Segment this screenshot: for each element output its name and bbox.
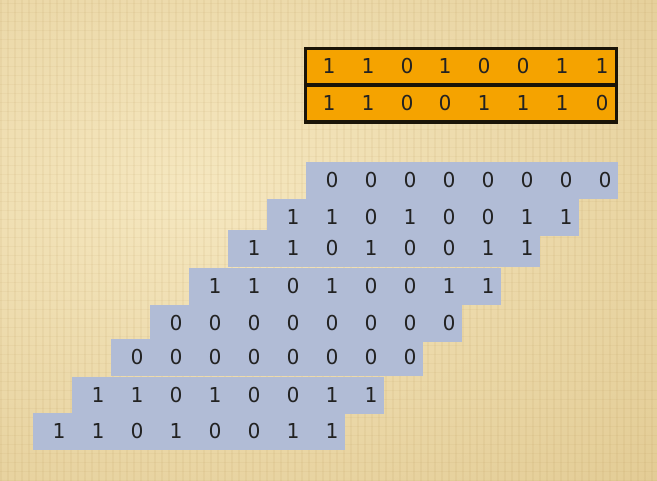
partial-product-row-1: 1 1 0 1 0 0 1 1 xyxy=(267,199,579,236)
partial-product-row-4: 0 0 0 0 0 0 0 0 xyxy=(150,305,462,342)
partial-product-bit: 0 xyxy=(442,205,456,229)
partial-product-bit: 1 xyxy=(325,383,339,407)
multiplicand-bit: 0 xyxy=(477,54,491,78)
partial-product-bit: 0 xyxy=(169,383,183,407)
partial-product-bit: 1 xyxy=(520,236,534,260)
partial-product-bit: 0 xyxy=(247,383,261,407)
partial-product-bit: 0 xyxy=(130,419,144,443)
partial-product-bit: 0 xyxy=(169,345,183,369)
partial-product-row-6: 1 1 0 1 0 0 1 1 xyxy=(72,377,384,414)
partial-product-bit: 0 xyxy=(286,345,300,369)
partial-product-bit: 0 xyxy=(442,168,456,192)
partial-product-bit: 0 xyxy=(208,345,222,369)
partial-product-bit: 1 xyxy=(364,383,378,407)
multiplier-bit: 1 xyxy=(361,91,375,115)
partial-product-bit: 0 xyxy=(559,168,573,192)
partial-product-bit: 0 xyxy=(442,311,456,335)
multiplier-row: 1 1 0 0 1 1 1 0 xyxy=(307,87,615,120)
multiplier-bit: 0 xyxy=(438,91,452,115)
partial-product-row-3: 1 1 0 1 0 0 1 1 xyxy=(189,268,501,305)
partial-product-bit: 0 xyxy=(442,236,456,260)
partial-product-bit: 1 xyxy=(286,419,300,443)
partial-product-bit: 1 xyxy=(403,205,417,229)
partial-product-bit: 1 xyxy=(247,274,261,298)
partial-product-bit: 0 xyxy=(169,311,183,335)
multiplicand-bit: 1 xyxy=(322,54,336,78)
multiplier-bit: 0 xyxy=(400,91,414,115)
partial-product-bit: 1 xyxy=(208,274,222,298)
partial-product-bit: 1 xyxy=(364,236,378,260)
partial-product-bit: 1 xyxy=(91,383,105,407)
partial-product-bit: 0 xyxy=(286,274,300,298)
multiplicand-bit: 1 xyxy=(438,54,452,78)
multiplier-bit: 1 xyxy=(516,91,530,115)
multiplicand-bit: 1 xyxy=(555,54,569,78)
multiplier-bit: 1 xyxy=(322,91,336,115)
multiplier-bit: 1 xyxy=(555,91,569,115)
partial-product-bit: 1 xyxy=(481,236,495,260)
multiplicand-row: 1 1 0 1 0 0 1 1 xyxy=(307,50,615,83)
partial-product-bit: 1 xyxy=(442,274,456,298)
partial-product-bit: 1 xyxy=(169,419,183,443)
partial-product-bit: 0 xyxy=(364,205,378,229)
partial-product-bit: 1 xyxy=(247,236,261,260)
partial-product-bit: 1 xyxy=(208,383,222,407)
partial-product-bit: 0 xyxy=(364,168,378,192)
partial-product-bit: 1 xyxy=(52,419,66,443)
partial-product-bit: 0 xyxy=(598,168,612,192)
partial-product-bit: 1 xyxy=(325,419,339,443)
partial-product-bit: 0 xyxy=(403,168,417,192)
partial-product-bit: 0 xyxy=(364,345,378,369)
partial-product-bit: 0 xyxy=(208,419,222,443)
multiplicand-bit: 0 xyxy=(516,54,530,78)
partial-product-bit: 0 xyxy=(208,311,222,335)
multiplicand-bit: 1 xyxy=(595,54,609,78)
partial-product-bit: 0 xyxy=(403,311,417,335)
partial-product-bit: 0 xyxy=(325,311,339,335)
partial-product-bit: 1 xyxy=(325,274,339,298)
partial-product-bit: 1 xyxy=(520,205,534,229)
partial-product-bit: 0 xyxy=(403,274,417,298)
partial-product-bit: 0 xyxy=(247,311,261,335)
partial-product-row-2: 1 1 0 1 0 0 1 1 xyxy=(228,230,540,267)
partial-product-bit: 0 xyxy=(403,236,417,260)
partial-product-bit: 0 xyxy=(481,205,495,229)
partial-product-bit: 0 xyxy=(364,311,378,335)
partial-product-bit: 0 xyxy=(364,274,378,298)
partial-product-row-0: 0 0 0 0 0 0 0 0 xyxy=(306,162,618,199)
multiplicand-bit: 1 xyxy=(361,54,375,78)
partial-product-bit: 1 xyxy=(286,205,300,229)
partial-product-bit: 0 xyxy=(247,345,261,369)
partial-product-bit: 0 xyxy=(325,168,339,192)
partial-product-bit: 0 xyxy=(247,419,261,443)
partial-product-row-7: 1 1 0 1 0 0 1 1 xyxy=(33,413,345,450)
partial-product-row-5: 0 0 0 0 0 0 0 0 xyxy=(111,339,423,376)
multiplier-bit: 1 xyxy=(477,91,491,115)
partial-product-bit: 1 xyxy=(91,419,105,443)
operands-box: 1 1 0 1 0 0 1 1 1 1 0 0 1 1 1 0 xyxy=(304,47,618,124)
partial-product-bit: 0 xyxy=(130,345,144,369)
partial-product-bit: 0 xyxy=(325,236,339,260)
partial-product-bit: 1 xyxy=(286,236,300,260)
multiplier-bit: 0 xyxy=(595,91,609,115)
partial-product-bit: 1 xyxy=(559,205,573,229)
partial-product-bit: 0 xyxy=(481,168,495,192)
partial-product-bit: 0 xyxy=(286,311,300,335)
multiplicand-bit: 0 xyxy=(400,54,414,78)
partial-product-bit: 0 xyxy=(325,345,339,369)
partial-product-bit: 1 xyxy=(481,274,495,298)
partial-product-bit: 0 xyxy=(286,383,300,407)
partial-product-bit: 0 xyxy=(403,345,417,369)
partial-product-bit: 0 xyxy=(520,168,534,192)
partial-product-bit: 1 xyxy=(325,205,339,229)
partial-product-bit: 1 xyxy=(130,383,144,407)
